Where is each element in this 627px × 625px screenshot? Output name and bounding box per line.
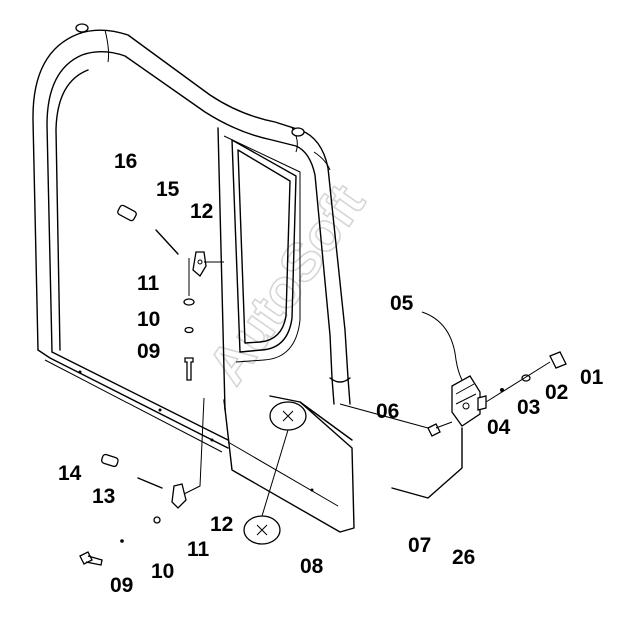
lock-assembly	[339, 311, 567, 499]
part-10-washer-b	[120, 539, 124, 543]
part-07-rod	[391, 427, 463, 499]
part-10-washer	[184, 326, 194, 334]
label-02: 02	[545, 381, 568, 404]
label-09b: 09	[110, 574, 133, 597]
label-10a: 10	[137, 308, 160, 331]
part-09-bolt-b	[79, 551, 103, 566]
label-14: 14	[58, 462, 82, 485]
label-06: 06	[376, 400, 399, 423]
part-15-rod	[155, 229, 179, 255]
label-08: 08	[300, 555, 324, 578]
part-16-pad	[117, 204, 137, 222]
door-lower-panel	[78, 370, 355, 533]
label-12b: 12	[210, 513, 233, 536]
part-11-washer	[183, 298, 195, 306]
label-16: 16	[114, 150, 137, 173]
lower-hinge-parts	[79, 397, 205, 566]
part-13-rod	[137, 477, 163, 489]
part-labels: 16 15 12 11 10 09 14 13 12 11 10 09 08 0…	[58, 150, 604, 597]
part-09-bolt	[184, 357, 194, 381]
label-09a: 09	[137, 340, 160, 363]
part-01-cap	[549, 351, 567, 369]
part-02-washer	[521, 374, 531, 382]
label-11a: 11	[137, 272, 160, 295]
part-14-pad	[100, 453, 119, 468]
label-26: 26	[452, 546, 475, 569]
part-04-lock	[451, 375, 481, 427]
part-11-washer-b	[153, 516, 161, 524]
part-08-cover-plate	[243, 401, 307, 545]
label-13: 13	[92, 485, 115, 508]
label-03: 03	[517, 396, 540, 419]
part-06-bolt	[427, 423, 441, 437]
label-01: 01	[580, 366, 604, 389]
part-12-bracket-b	[171, 483, 187, 509]
label-05: 05	[390, 292, 414, 315]
label-07: 07	[408, 534, 431, 557]
upper-hinge-parts	[117, 204, 224, 381]
part-05-cable	[421, 311, 463, 381]
label-11b: 11	[187, 538, 210, 561]
label-04: 04	[487, 416, 511, 439]
label-15: 15	[156, 178, 180, 201]
door-window	[217, 127, 301, 411]
door-frame	[32, 23, 351, 453]
label-10b: 10	[151, 560, 174, 583]
label-12a: 12	[190, 200, 213, 223]
